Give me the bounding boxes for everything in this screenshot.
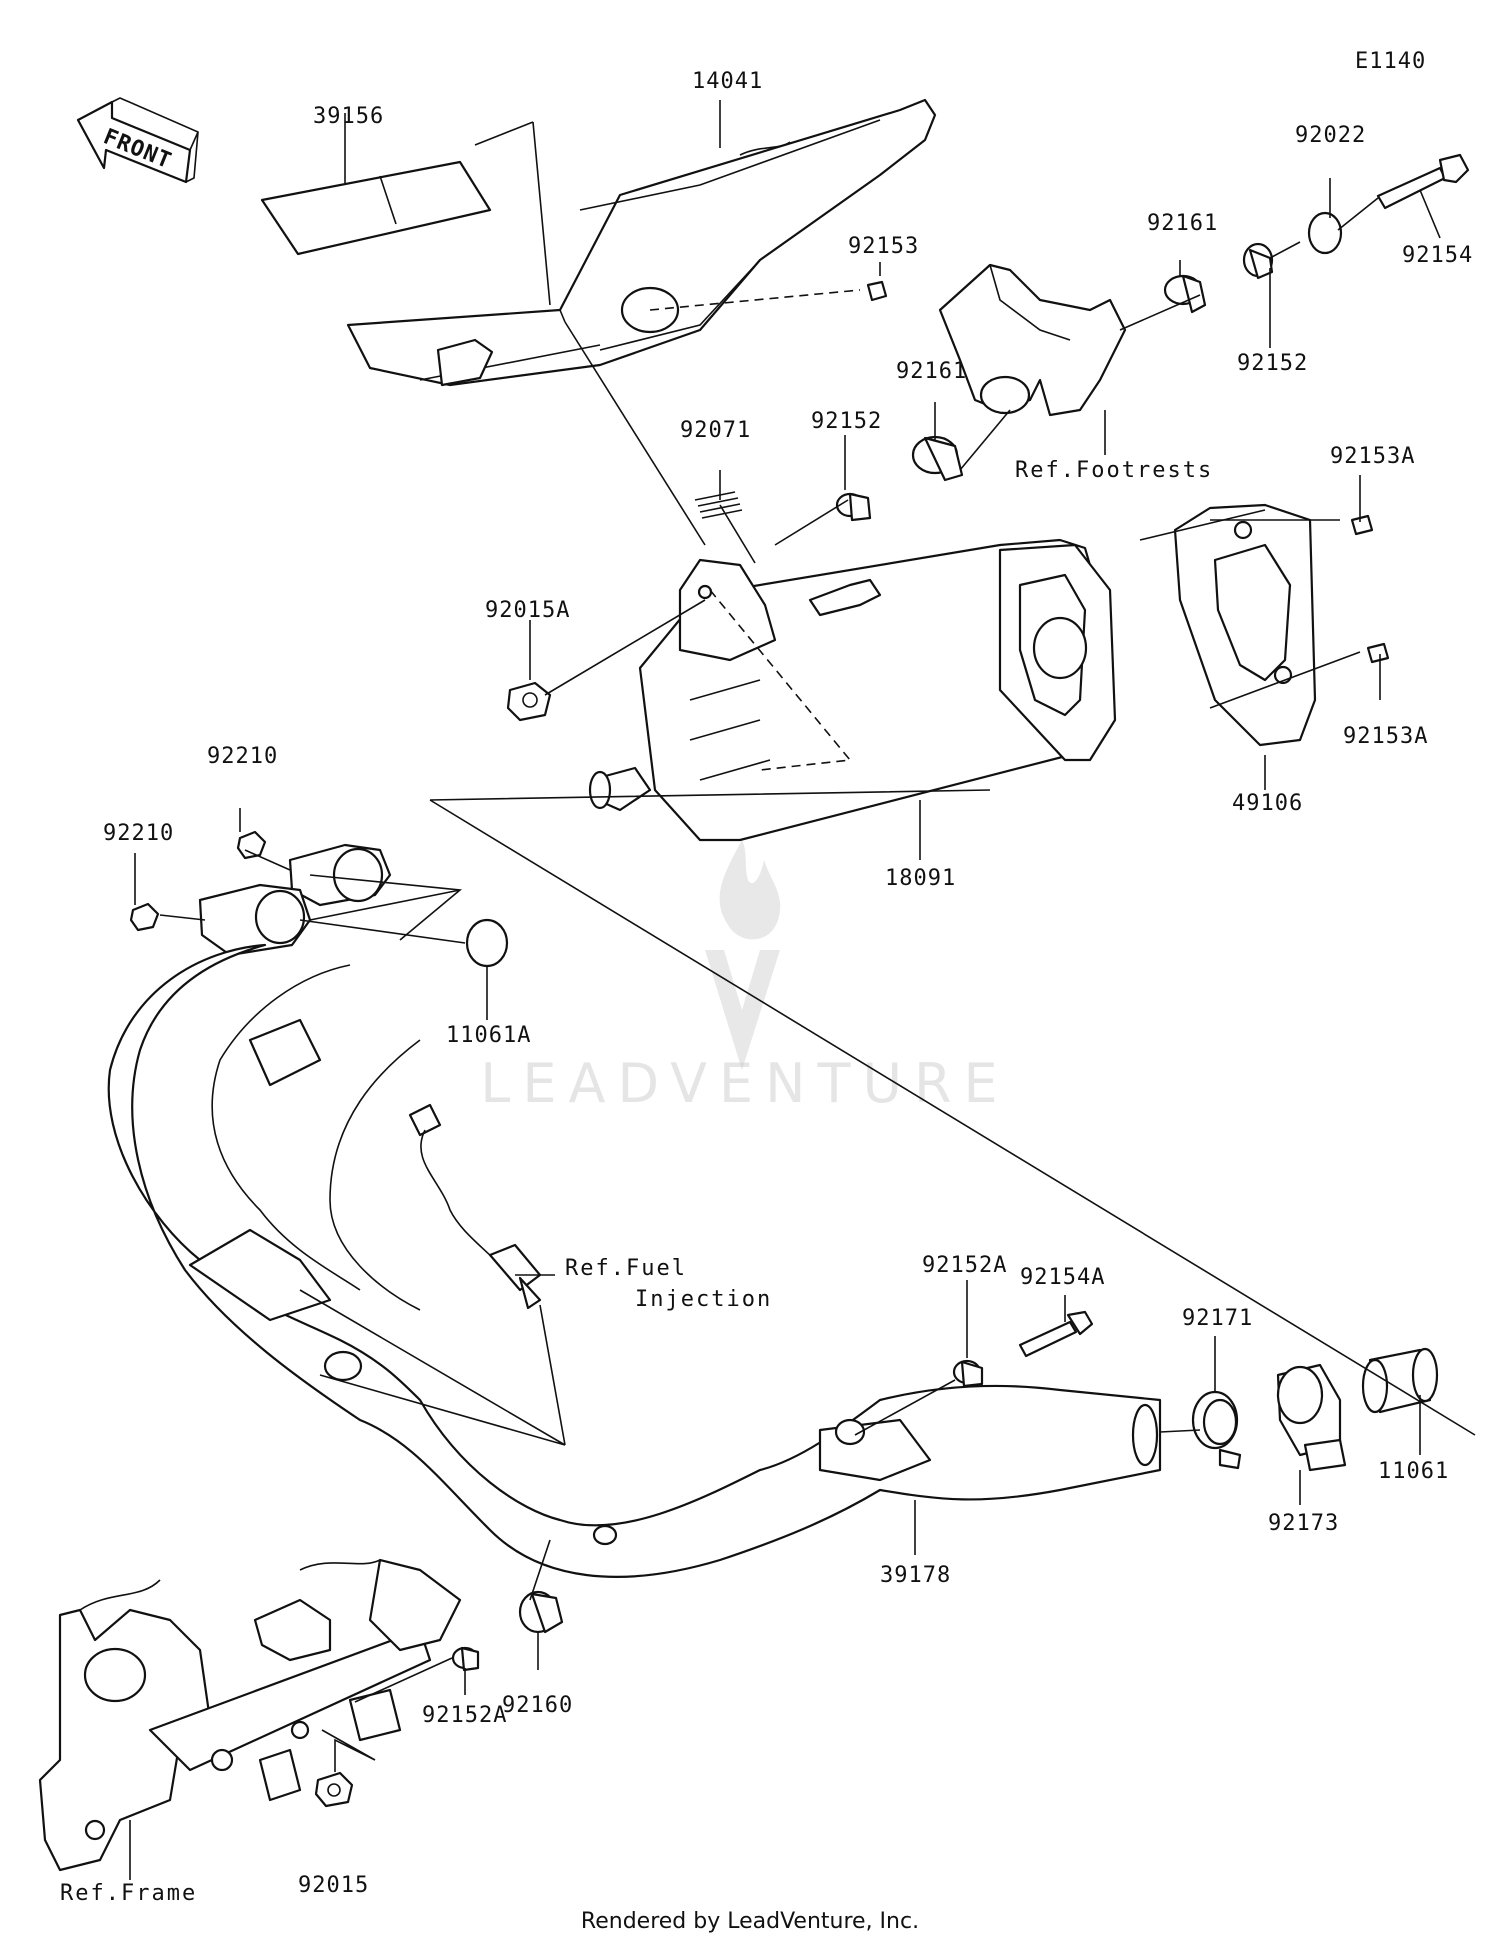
label-92153: 92153 (848, 234, 919, 259)
part-92173-clamp (1276, 1363, 1347, 1472)
exhaust-flanges (198, 843, 392, 957)
part-92015-nut (314, 1771, 354, 1808)
reference-labels: Ref.Footrests Ref.Fuel Injection Ref.Fra… (60, 458, 1213, 1906)
front-arrow-icon (76, 100, 192, 184)
part-92210-nut-lower (129, 902, 160, 932)
part-92152A-collar-right (952, 1359, 984, 1388)
label-14041: 14041 (692, 69, 763, 94)
label-92152A-lower: 92152A (422, 1703, 507, 1728)
label-92154: 92154 (1402, 243, 1473, 268)
label-92022: 92022 (1295, 123, 1366, 148)
label-92153A-upper: 92153A (1330, 444, 1415, 469)
part-labels: 14041 39156 92153 92022 92161 92154 9215… (103, 69, 1473, 1898)
footrest-bracket (938, 263, 1127, 417)
label-92071: 92071 (680, 418, 751, 443)
part-11061A-gasket (465, 918, 509, 968)
part-92153A-bolt-lower (1366, 642, 1390, 664)
leader-lines (129, 100, 1476, 1880)
part-92015A-nut (506, 681, 552, 722)
label-92154A: 92154A (1020, 1265, 1105, 1290)
label-18091: 18091 (885, 866, 956, 891)
part-92152A-collar-lower (451, 1646, 480, 1672)
label-92173: 92173 (1268, 1511, 1339, 1536)
part-92154-bolt (1376, 153, 1470, 210)
ref-frame: Ref.Frame (60, 1881, 197, 1906)
label-92015: 92015 (298, 1873, 369, 1898)
part-92071-spring (694, 491, 743, 519)
ref-fuel-injection-line1: Ref.Fuel (565, 1256, 687, 1281)
label-11061A: 11061A (446, 1023, 531, 1048)
part-92171-clamp (1191, 1390, 1242, 1470)
label-49106: 49106 (1232, 791, 1303, 816)
frame-section (38, 1558, 462, 1872)
part-14041-cover (346, 98, 937, 387)
label-11061: 11061 (1378, 1459, 1449, 1484)
label-92161-top: 92161 (1147, 211, 1218, 236)
label-92152-mid: 92152 (811, 409, 882, 434)
ref-footrests: Ref.Footrests (1015, 458, 1213, 483)
part-39178-header-pipe (107, 943, 1162, 1578)
label-92015A: 92015A (485, 598, 570, 623)
part-92153-bolt (866, 280, 888, 302)
label-92161-mid: 92161 (896, 359, 967, 384)
o2-sensor (408, 1103, 542, 1310)
part-11061-gasket (1361, 1347, 1439, 1414)
label-92153A-lower: 92153A (1343, 724, 1428, 749)
part-92153A-bolt-upper (1350, 514, 1374, 536)
ref-fuel-injection-line2: Injection (635, 1287, 772, 1312)
part-92161-grommet-mid (911, 435, 964, 482)
front-arrow: FRONT (76, 97, 200, 184)
part-92210-nut-upper (236, 830, 267, 860)
part-92154A-bolt (1018, 1310, 1094, 1358)
label-92152A-right: 92152A (922, 1253, 1007, 1278)
watermark-chevron-icon (705, 950, 780, 1070)
part-92022-washer (1307, 211, 1343, 255)
part-92152-collar-top (1242, 242, 1274, 280)
watermark: LEADVENTURE (480, 840, 1009, 1115)
part-49106-endcap (1173, 503, 1317, 747)
diagram-code: E1140 (1355, 49, 1426, 74)
part-92152-collar-mid (835, 492, 872, 522)
label-92160: 92160 (502, 1693, 573, 1718)
label-92210-upper: 92210 (207, 744, 278, 769)
part-18091-muffler (588, 538, 1117, 842)
part-39156-sticker (260, 160, 492, 256)
label-39156: 39156 (313, 104, 384, 129)
label-39178: 39178 (880, 1563, 951, 1588)
watermark-flame-icon (719, 840, 781, 940)
label-92171: 92171 (1182, 1306, 1253, 1331)
part-92161-grommet-top (1163, 274, 1207, 314)
label-92210-lower: 92210 (103, 821, 174, 846)
footer-credit: Rendered by LeadVenture, Inc. (581, 1909, 919, 1934)
part-92160-grommet (518, 1590, 564, 1634)
label-92152-top: 92152 (1237, 351, 1308, 376)
watermark-text: LEADVENTURE (480, 1052, 1009, 1115)
